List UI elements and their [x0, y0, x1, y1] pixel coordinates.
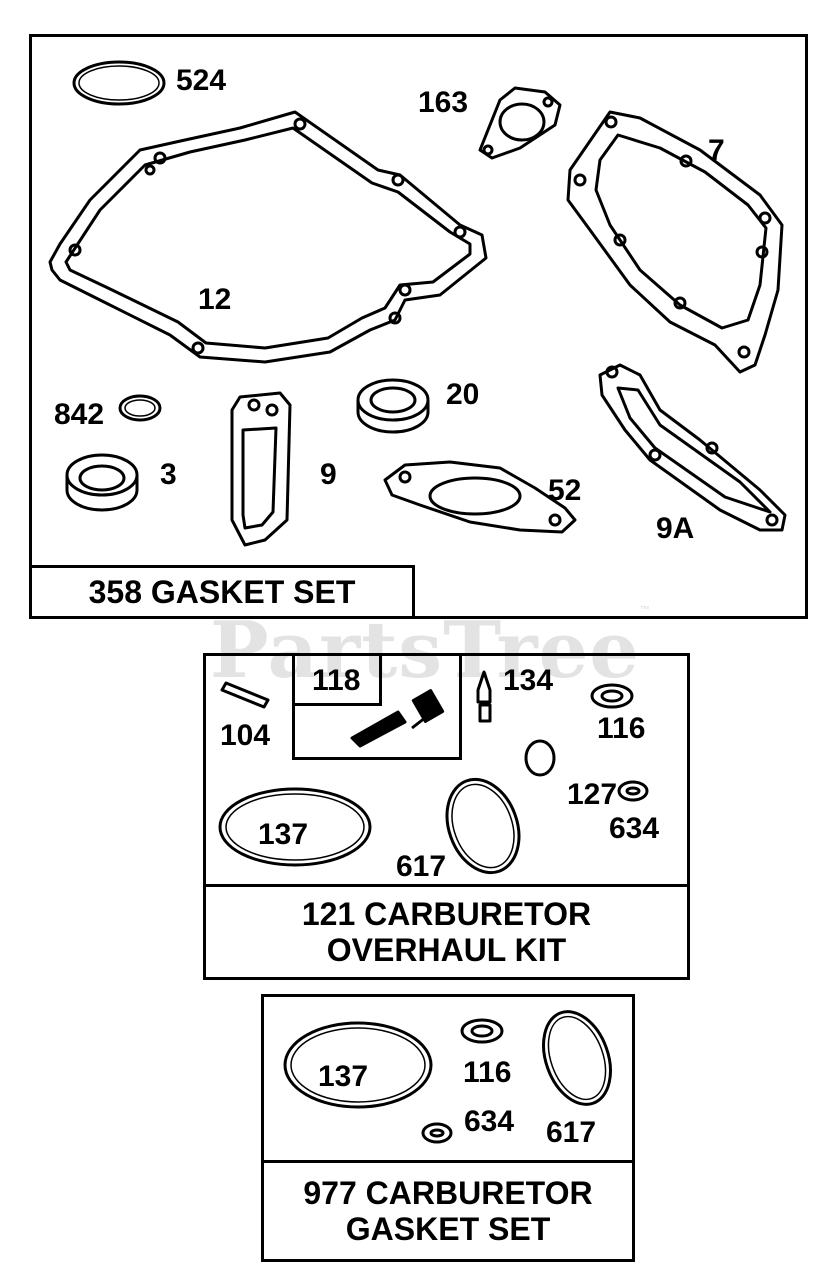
divider: [264, 1160, 632, 1163]
washer-634-part: [617, 780, 649, 802]
carb-gasket-set-title: 977 CARBURETOR GASKET SET: [303, 1175, 593, 1247]
washer-116-part: [460, 1018, 504, 1044]
crankcase-gasket-12-part: [48, 110, 488, 364]
label-subbox: [292, 656, 382, 706]
gasket-9a-part: [598, 363, 787, 532]
callout-134: 134: [503, 664, 554, 697]
gasket-9-part: [230, 391, 292, 547]
callout-116: 116: [597, 712, 646, 745]
callout-163: 163: [418, 86, 469, 119]
callout-9a: 9A: [656, 512, 695, 545]
pin-104-part: [220, 681, 270, 709]
oring-617-part: [542, 1010, 612, 1106]
callout-20: 20: [446, 378, 480, 411]
needle-seat-subbox: [292, 656, 462, 760]
oring-137-part: [283, 1021, 433, 1109]
gasket-163-part: [478, 86, 562, 160]
needle-134-part: [476, 670, 492, 723]
partstree-watermark: PartsTree™: [210, 605, 651, 696]
oil-seal-3-part: [65, 453, 139, 512]
oring-137-part: [218, 787, 372, 867]
callout-52: 52: [548, 474, 582, 507]
oil-seal-20-part: [356, 378, 430, 434]
callout-118: 118: [312, 664, 361, 697]
callout-12: 12: [198, 283, 232, 316]
seal-842-part: [118, 394, 162, 422]
plug-127-part: [524, 739, 556, 777]
gasket-52-part: [383, 460, 577, 534]
washer-634-part: [421, 1122, 453, 1144]
oring-524-part: [72, 60, 166, 106]
callout-137: 137: [258, 818, 309, 851]
callout-7: 7: [708, 134, 725, 167]
callout-634: 634: [464, 1105, 515, 1138]
callout-617: 617: [396, 850, 447, 883]
callout-127: 127: [567, 778, 618, 811]
divider: [206, 884, 687, 887]
carb-overhaul-kit-panel: [203, 653, 690, 980]
washer-116-part: [590, 683, 634, 709]
callout-842: 842: [54, 398, 105, 431]
callout-116: 116: [463, 1056, 512, 1089]
callout-137: 137: [318, 1060, 369, 1093]
callout-3: 3: [160, 458, 177, 491]
callout-9: 9: [320, 458, 337, 491]
carb-gasket-set-panel: [261, 994, 635, 1262]
oring-617-part: [445, 777, 521, 875]
callout-617: 617: [546, 1116, 597, 1149]
gasket-set-title: 358 GASKET SET: [32, 565, 415, 616]
gasket-set-panel: [29, 34, 808, 619]
callout-524: 524: [176, 64, 227, 97]
needle-valve-118-part: [350, 689, 445, 748]
callout-104: 104: [220, 719, 271, 752]
head-gasket-7-part: [566, 110, 784, 374]
callout-634: 634: [609, 812, 660, 845]
carb-overhaul-kit-title: 121 CARBURETOR OVERHAUL KIT: [301, 896, 592, 968]
